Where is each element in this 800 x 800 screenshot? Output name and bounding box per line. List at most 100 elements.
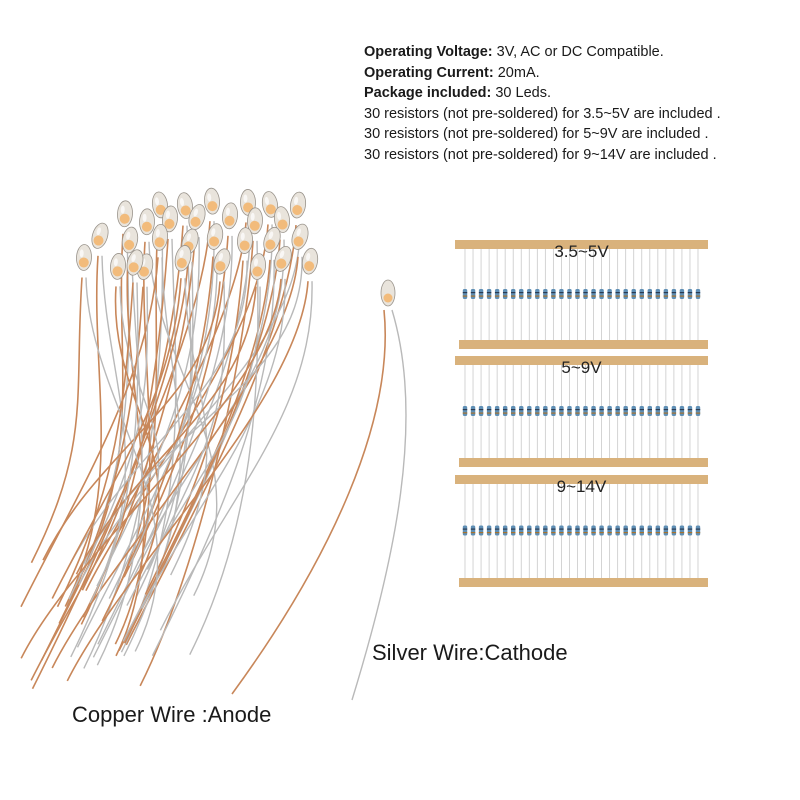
resistor <box>502 484 508 578</box>
resistor <box>623 365 628 458</box>
strip-tape-top <box>455 356 708 365</box>
resistor <box>511 365 516 458</box>
resistor <box>519 365 524 458</box>
resistor <box>559 484 564 578</box>
resistor <box>647 484 652 578</box>
resistor <box>478 365 484 458</box>
silver-wire <box>96 237 200 587</box>
resistor <box>543 249 548 340</box>
silver-wire <box>170 278 208 576</box>
resistor <box>655 249 661 340</box>
resistor <box>671 365 677 458</box>
led-bulb <box>291 223 309 250</box>
resistor <box>494 365 500 458</box>
copper-wire <box>66 281 309 682</box>
resistor <box>591 249 596 340</box>
resistor <box>519 249 524 340</box>
led-bulb <box>204 187 220 215</box>
resistor <box>486 249 492 340</box>
copper-wire-caption: Copper Wire :Anode <box>72 702 272 727</box>
resistor <box>687 249 693 340</box>
resistor <box>502 365 508 458</box>
resistor <box>575 484 580 578</box>
led-wire-bundle <box>20 221 313 690</box>
silver-wire <box>151 259 275 656</box>
copper-wire <box>101 256 214 622</box>
resistor <box>639 365 644 458</box>
resistor <box>551 484 556 578</box>
silver-wire <box>137 239 285 563</box>
silver-wire <box>70 282 139 658</box>
silver-wire <box>123 261 194 657</box>
resistor <box>695 249 701 340</box>
led-bulb <box>121 226 139 254</box>
resistor <box>470 484 476 578</box>
resistor <box>486 365 492 458</box>
resistor <box>631 249 636 340</box>
led-bulb <box>126 249 144 276</box>
resistor <box>687 484 693 578</box>
strip-tape-bottom <box>459 458 708 467</box>
strip-tape-bottom <box>459 340 708 349</box>
spec-resistors-3: 30 resistors (not pre-soldered) for 9~14… <box>364 146 717 163</box>
spec-current: Operating Current: 20mA. <box>364 63 721 84</box>
led-bulb <box>274 206 290 233</box>
copper-wire <box>75 286 257 575</box>
spec-package: Package included: 30 Leds. <box>364 83 721 104</box>
resistor <box>575 249 580 340</box>
resistor <box>607 249 612 340</box>
resistor <box>543 484 548 578</box>
copper-wire <box>125 225 297 646</box>
resistor <box>583 249 588 340</box>
silver-wire <box>120 238 177 653</box>
led-bulb <box>213 248 231 275</box>
resistor <box>462 484 468 578</box>
copper-wire <box>51 256 299 669</box>
resistor <box>631 484 636 578</box>
resistor <box>599 484 604 578</box>
resistor <box>655 365 661 458</box>
copper-wire <box>144 260 244 595</box>
resistor <box>527 249 532 340</box>
resistor <box>679 365 685 458</box>
led-bulb <box>110 253 126 280</box>
resistor-strip: 5~9V <box>455 356 708 467</box>
resistor <box>663 249 669 340</box>
strip-voltage-label: 3.5~5V <box>554 242 609 261</box>
spec-package-label: Package included: <box>364 85 492 101</box>
led-bulb <box>152 223 168 251</box>
resistor <box>663 365 669 458</box>
resistor <box>607 484 612 578</box>
resistor <box>631 365 636 458</box>
resistor <box>623 249 628 340</box>
copper-wire <box>42 281 221 561</box>
resistor <box>551 249 556 340</box>
led-bulb <box>263 226 281 253</box>
led-bulb <box>380 279 396 307</box>
led-bulb <box>222 202 238 230</box>
resistor <box>607 365 612 458</box>
resistor <box>462 249 468 340</box>
spec-current-label: Operating Current: <box>364 64 494 81</box>
copper-wire <box>20 257 159 608</box>
resistor <box>647 365 652 458</box>
resistor <box>679 484 685 578</box>
silver-wire <box>119 286 160 567</box>
silver-wire <box>62 260 248 578</box>
resistor <box>535 484 540 578</box>
resistor <box>567 249 572 340</box>
copper-wire <box>51 278 182 599</box>
copper-wire <box>20 278 282 659</box>
specifications-block: Operating Voltage: 3V, AC or DC Compatib… <box>364 42 721 165</box>
led-bulb-cluster <box>76 187 319 280</box>
resistor <box>583 484 588 578</box>
resistor <box>655 484 661 578</box>
spec-voltage-value: 3V, AC or DC Compatible. <box>492 44 664 60</box>
silver-wire <box>89 255 127 604</box>
led-bulb <box>76 244 92 271</box>
led-bulb <box>151 191 169 219</box>
resistor <box>623 484 628 578</box>
led-bulb <box>247 207 263 235</box>
resistor <box>671 484 677 578</box>
